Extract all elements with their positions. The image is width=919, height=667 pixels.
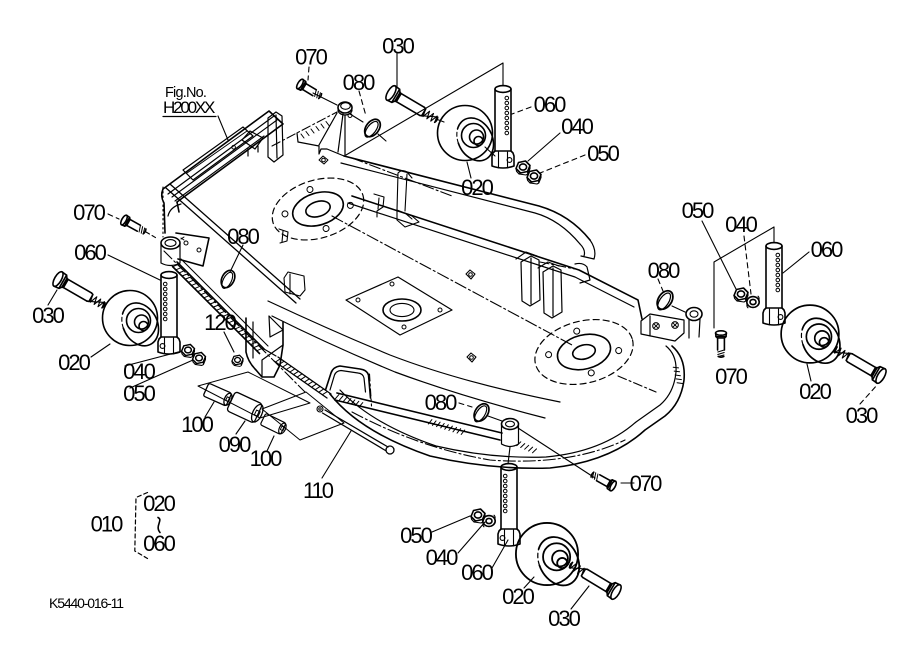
svg-text:080: 080 bbox=[227, 224, 259, 249]
svg-text:020: 020 bbox=[58, 350, 90, 375]
svg-text:050: 050 bbox=[400, 523, 432, 548]
svg-text:060: 060 bbox=[534, 92, 566, 117]
svg-text:120: 120 bbox=[204, 310, 236, 335]
svg-text:100: 100 bbox=[181, 412, 213, 437]
svg-text:020: 020 bbox=[461, 175, 493, 200]
svg-text:060: 060 bbox=[143, 531, 175, 556]
svg-text:080: 080 bbox=[425, 390, 457, 415]
svg-text:020: 020 bbox=[502, 584, 534, 609]
svg-text:070: 070 bbox=[630, 471, 662, 496]
svg-text:040: 040 bbox=[561, 114, 593, 139]
svg-text:060: 060 bbox=[461, 560, 493, 585]
svg-text:030: 030 bbox=[382, 34, 414, 59]
svg-text:070: 070 bbox=[295, 45, 327, 70]
svg-text:040: 040 bbox=[725, 212, 757, 237]
svg-text:050: 050 bbox=[587, 141, 619, 166]
svg-text:070: 070 bbox=[73, 200, 105, 225]
svg-text:060: 060 bbox=[811, 237, 843, 262]
svg-text:Fig.No.: Fig.No. bbox=[165, 85, 206, 101]
svg-text:050: 050 bbox=[682, 198, 714, 223]
svg-text:040: 040 bbox=[426, 545, 458, 570]
svg-text:020: 020 bbox=[143, 491, 175, 516]
svg-text:040: 040 bbox=[123, 359, 155, 384]
svg-text:110: 110 bbox=[303, 478, 334, 503]
svg-text:K5440-016-11: K5440-016-11 bbox=[49, 595, 124, 611]
svg-text:030: 030 bbox=[32, 303, 64, 328]
svg-text:H200XX: H200XX bbox=[163, 98, 215, 117]
svg-text:020: 020 bbox=[799, 379, 831, 404]
svg-text:010: 010 bbox=[91, 512, 123, 537]
svg-text:090: 090 bbox=[219, 432, 251, 457]
svg-text:070: 070 bbox=[715, 364, 747, 389]
svg-text:080: 080 bbox=[648, 258, 680, 283]
svg-text:030: 030 bbox=[846, 403, 878, 428]
svg-text:050: 050 bbox=[123, 381, 155, 406]
svg-text:100: 100 bbox=[250, 446, 282, 471]
svg-text:060: 060 bbox=[74, 240, 106, 265]
svg-text:080: 080 bbox=[343, 70, 375, 95]
svg-text:030: 030 bbox=[548, 606, 580, 631]
